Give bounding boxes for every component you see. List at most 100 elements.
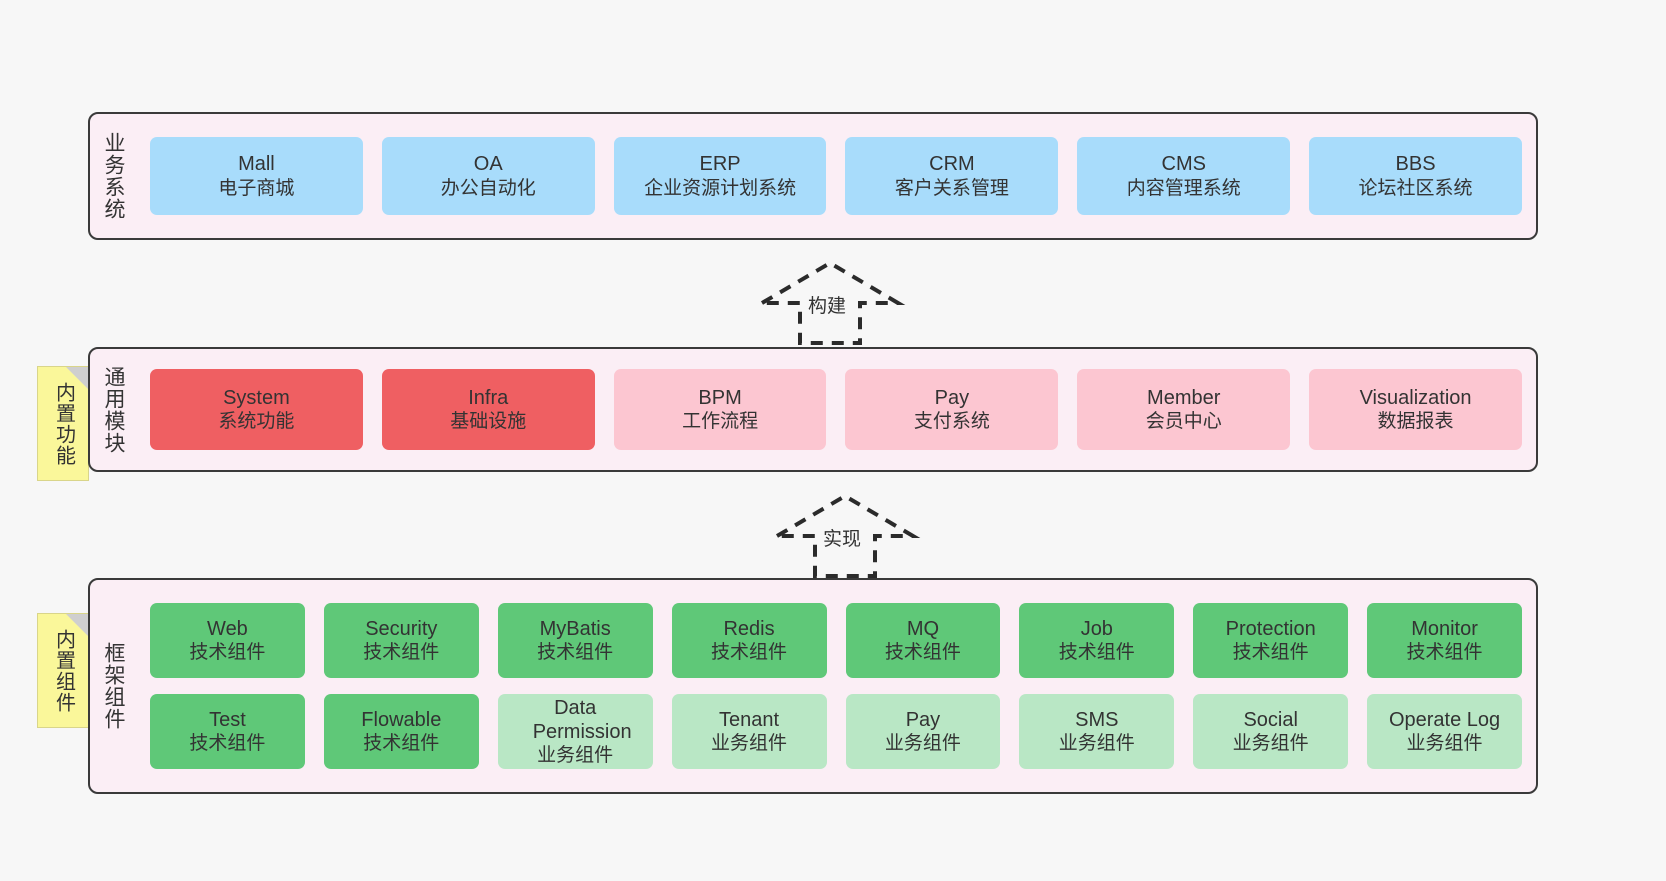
card-redis[interactable]: Redis 技术组件 [671,603,827,678]
card-title: OA [473,153,503,176]
card-subtitle: 技术组件 [884,642,961,664]
card-mq[interactable]: MQ 技术组件 [845,603,1001,678]
card-social[interactable]: Social 业务组件 [1193,694,1349,769]
arrow-build-label: 构建 [808,296,847,317]
card-title: Operate Log [1388,708,1501,731]
card-title: CMS [1161,153,1206,176]
card-title: Social [1243,708,1298,731]
card-subtitle: 客户关系管理 [894,177,1009,199]
card-subtitle: 会员中心 [1145,411,1222,433]
section-framework-components: 框架组件 Web 技术组件 Security 技术组件 MyBatis 技术组件… [88,578,1538,794]
card-pay-component[interactable]: Pay 业务组件 [845,694,1001,769]
card-title: Flowable [361,708,442,731]
card-title: System [223,386,290,409]
card-crm[interactable]: CRM 客户关系管理 [845,137,1059,215]
card-subtitle: 电子商城 [218,177,295,199]
card-subtitle: 业务组件 [537,745,614,767]
card-subtitle: 业务组件 [711,733,788,755]
card-subtitle: 办公自动化 [440,177,536,199]
card-data-permission[interactable]: Data Permission 业务组件 [497,694,653,769]
card-subtitle: 企业资源计划系统 [644,177,797,199]
card-subtitle: 技术组件 [189,642,266,664]
card-title: Data Permission [532,696,632,743]
card-title: Test [209,708,246,731]
card-title: Member [1147,386,1221,409]
note-builtin-functions: 内置功能 [37,366,89,481]
card-subtitle: 技术组件 [189,733,266,755]
card-operate-log[interactable]: Operate Log 业务组件 [1367,694,1522,769]
card-protection[interactable]: Protection 技术组件 [1193,603,1349,678]
card-title: CRM [929,153,975,176]
arrow-implement-label: 实现 [823,529,862,550]
card-test[interactable]: Test 技术组件 [150,694,305,769]
card-subtitle: 数据报表 [1377,411,1454,433]
card-title: Pay [934,386,970,409]
card-visualization[interactable]: Visualization 数据报表 [1309,369,1522,450]
card-subtitle: 技术组件 [1058,642,1135,664]
card-title: Visualization [1359,386,1472,409]
card-subtitle: 工作流程 [682,411,759,433]
card-title: BPM [698,386,742,409]
card-subtitle: 业务组件 [884,733,961,755]
card-subtitle: 业务组件 [1406,733,1483,755]
section-label-framework-components: 框架组件 [102,642,126,730]
section-body-framework-components: Web 技术组件 Security 技术组件 MyBatis 技术组件 Redi… [136,580,1536,792]
arrow-implement-icon [769,493,921,578]
card-subtitle: 业务组件 [1232,733,1309,755]
card-flowable[interactable]: Flowable 技术组件 [323,694,479,769]
card-title: ERP [699,153,741,176]
arrow-build-icon [754,260,906,345]
card-subtitle: 基础设施 [450,411,527,433]
card-tenant[interactable]: Tenant 业务组件 [671,694,827,769]
card-oa[interactable]: OA 办公自动化 [381,137,595,215]
card-title: Pay [905,708,941,731]
card-security[interactable]: Security 技术组件 [323,603,479,678]
card-subtitle: 论坛社区系统 [1358,177,1473,199]
card-title: SMS [1075,708,1119,731]
arrow-implement: 实现 [765,488,925,583]
card-erp[interactable]: ERP 企业资源计划系统 [613,137,827,215]
section-common-modules: 通用模块 System 系统功能 Infra 基础设施 BPM 工作流程 Pay… [88,347,1538,472]
card-subtitle: 技术组件 [363,733,440,755]
section-label-business-systems: 业务系统 [102,132,126,220]
card-title: Tenant [719,708,780,731]
section-label-common-modules: 通用模块 [102,365,126,454]
card-subtitle: 技术组件 [363,642,440,664]
card-pay[interactable]: Pay 支付系统 [845,369,1059,450]
card-title: Web [207,617,248,640]
card-row: Web 技术组件 Security 技术组件 MyBatis 技术组件 Redi… [150,603,1522,678]
card-row: Test 技术组件 Flowable 技术组件 Data Permission … [150,694,1522,769]
card-infra[interactable]: Infra 基础设施 [381,369,595,450]
note-fold-corner-icon [66,367,88,389]
card-mall[interactable]: Mall 电子商城 [150,137,363,215]
card-monitor[interactable]: Monitor 技术组件 [1367,603,1522,678]
card-bpm[interactable]: BPM 工作流程 [613,369,827,450]
card-subtitle: 技术组件 [1232,642,1309,664]
note-label: 内置组件 [52,628,75,713]
card-title: Redis [723,617,775,640]
card-subtitle: 支付系统 [913,411,990,433]
card-cms[interactable]: CMS 内容管理系统 [1077,137,1291,215]
card-web[interactable]: Web 技术组件 [150,603,305,678]
card-job[interactable]: Job 技术组件 [1019,603,1175,678]
card-mybatis[interactable]: MyBatis 技术组件 [497,603,653,678]
card-title: Mall [238,153,275,176]
card-member[interactable]: Member 会员中心 [1077,369,1291,450]
card-subtitle: 技术组件 [537,642,614,664]
card-title: MyBatis [539,617,611,640]
card-title: Monitor [1411,617,1478,640]
section-business-systems: 业务系统 Mall 电子商城 OA 办公自动化 ERP 企业资源计划系统 CRM… [88,112,1538,240]
card-bbs[interactable]: BBS 论坛社区系统 [1309,137,1522,215]
card-subtitle: 技术组件 [711,642,788,664]
card-row: System 系统功能 Infra 基础设施 BPM 工作流程 Pay 支付系统… [150,369,1522,450]
card-title: BBS [1395,153,1436,176]
section-body-business-systems: Mall 电子商城 OA 办公自动化 ERP 企业资源计划系统 CRM 客户关系… [136,114,1536,238]
card-title: Job [1080,617,1113,640]
section-body-common-modules: System 系统功能 Infra 基础设施 BPM 工作流程 Pay 支付系统… [136,349,1536,470]
card-sms[interactable]: SMS 业务组件 [1019,694,1175,769]
card-subtitle: 内容管理系统 [1126,177,1241,199]
card-title: MQ [906,617,940,640]
card-system[interactable]: System 系统功能 [150,369,363,450]
note-builtin-components: 内置组件 [37,613,89,728]
